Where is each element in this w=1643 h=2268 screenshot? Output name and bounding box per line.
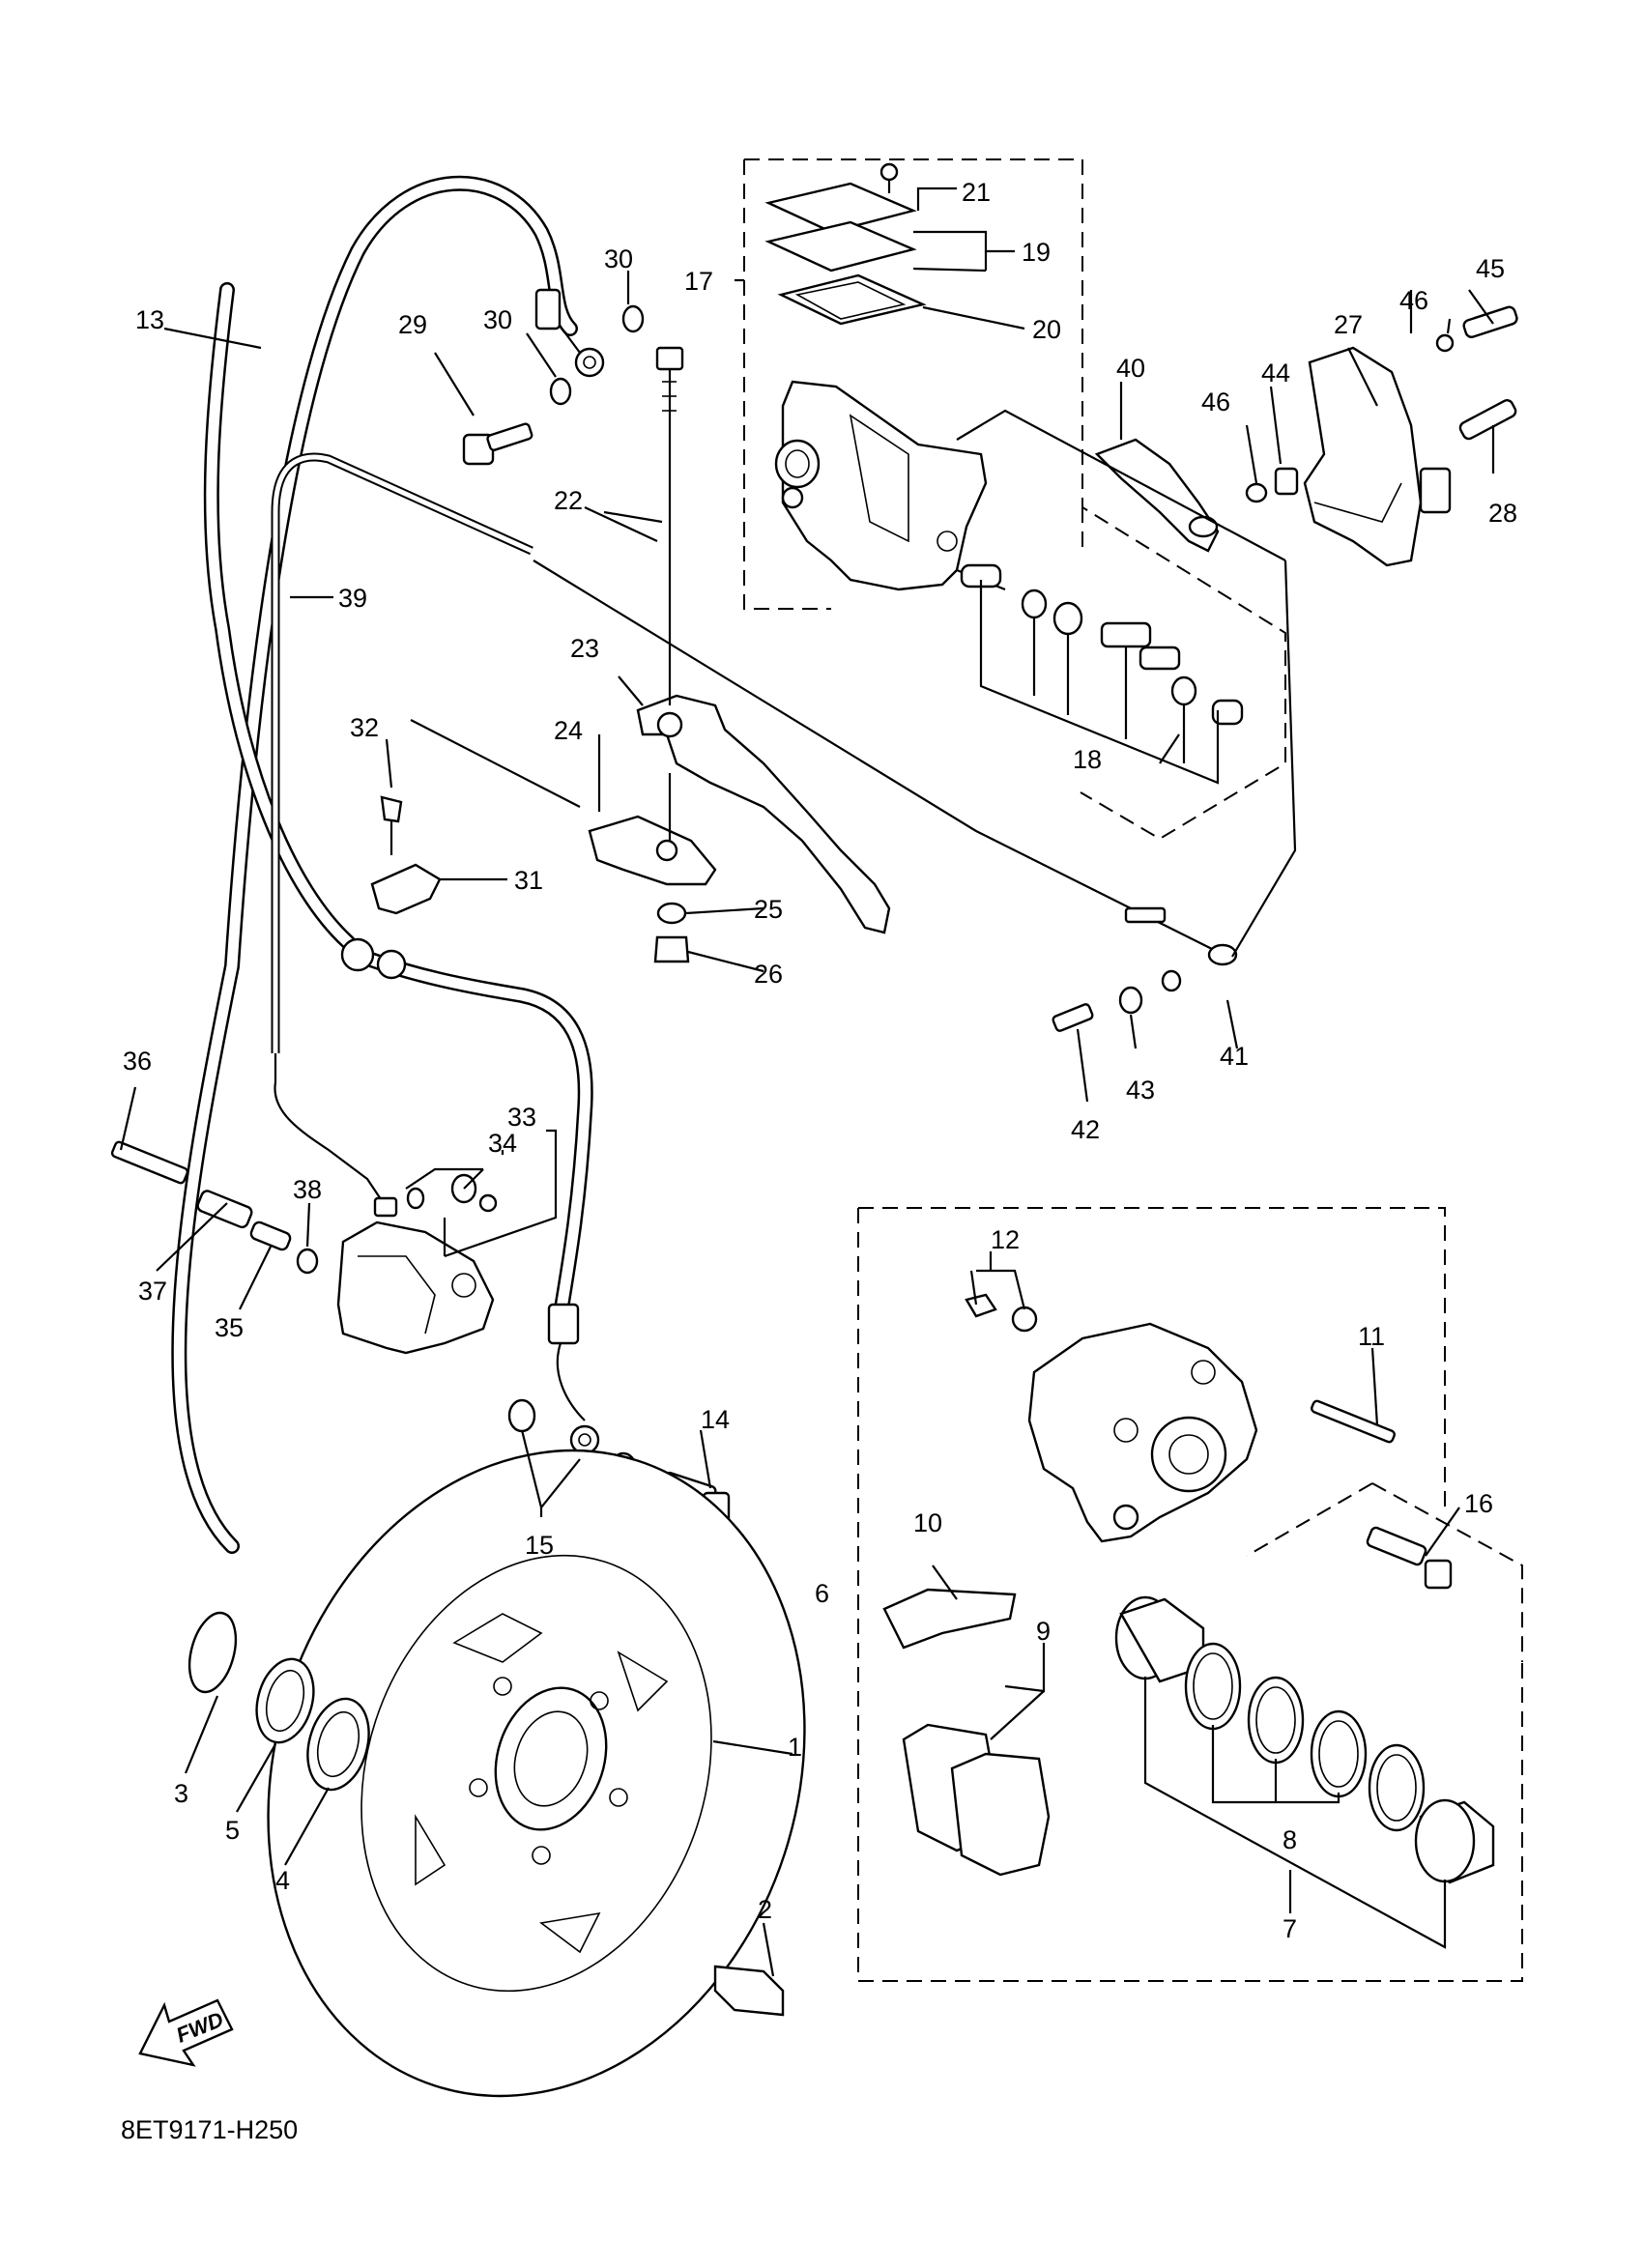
callout-10: 10 bbox=[913, 1508, 942, 1537]
brake-hose-13 bbox=[171, 175, 605, 1554]
callout-18: 18 bbox=[1073, 745, 1102, 774]
callout-21: 21 bbox=[962, 178, 991, 207]
callout-44: 44 bbox=[1261, 359, 1290, 388]
circlip-and-seals bbox=[187, 1611, 370, 1792]
brake-lever-23 bbox=[636, 346, 891, 934]
callout-30b: 30 bbox=[604, 244, 633, 273]
fwd-arrow-icon: FWD bbox=[138, 1998, 234, 2067]
callout-38: 38 bbox=[293, 1175, 322, 1204]
callout-20: 20 bbox=[1032, 315, 1061, 344]
brake-disc-1 bbox=[267, 1449, 806, 2098]
callout-1: 1 bbox=[788, 1733, 802, 1762]
key-2 bbox=[713, 1965, 785, 2017]
callout-16: 16 bbox=[1464, 1489, 1493, 1518]
master-cylinder-body bbox=[774, 380, 988, 591]
callout-41: 41 bbox=[1220, 1042, 1249, 1071]
caliper-assembly-boundary bbox=[857, 1207, 1523, 1982]
callout-45: 45 bbox=[1476, 254, 1505, 283]
switch-31 bbox=[370, 795, 442, 915]
callout-30a: 30 bbox=[483, 305, 512, 334]
callout-22: 22 bbox=[554, 486, 583, 515]
callout-3: 3 bbox=[174, 1779, 188, 1808]
callout-39: 39 bbox=[338, 584, 367, 613]
callout-19: 19 bbox=[1022, 238, 1051, 267]
master-cylinder-assembly-boundary bbox=[743, 158, 1286, 841]
callout-28: 28 bbox=[1488, 499, 1517, 528]
callout-23: 23 bbox=[570, 634, 599, 663]
callout-35: 35 bbox=[215, 1313, 244, 1342]
callout-42: 42 bbox=[1071, 1115, 1100, 1144]
callout-13: 13 bbox=[135, 305, 164, 334]
front-caliper-6 bbox=[965, 1293, 1453, 1590]
piston-kit-18 bbox=[956, 563, 1244, 785]
callout-5: 5 bbox=[225, 1816, 240, 1845]
callout-8: 8 bbox=[1283, 1825, 1297, 1854]
callout-17: 17 bbox=[684, 267, 713, 296]
diagram-code: 8ET9171-H250 bbox=[121, 2115, 298, 2144]
clutch-caliper-33 bbox=[110, 1140, 498, 1355]
lever-holder-24 bbox=[410, 719, 717, 963]
callout-7: 7 bbox=[1283, 1914, 1297, 1943]
lever-40 bbox=[1094, 438, 1299, 553]
callout-27: 27 bbox=[1334, 310, 1363, 339]
callout-25: 25 bbox=[754, 895, 783, 924]
callout-24: 24 bbox=[554, 716, 583, 745]
callout-6: 6 bbox=[815, 1579, 829, 1608]
bracket-27 bbox=[1303, 305, 1518, 567]
brake-pads-9 bbox=[882, 1588, 1051, 1877]
callout-9: 9 bbox=[1036, 1617, 1051, 1646]
reservoir-cap-parts bbox=[764, 162, 927, 326]
callout-labels: 1 2 3 4 5 6 7 8 9 10 11 12 13 14 15 16 1… bbox=[123, 178, 1517, 1943]
callout-26: 26 bbox=[754, 960, 783, 989]
callout-32: 32 bbox=[350, 713, 379, 742]
leader-lines bbox=[119, 187, 1495, 1977]
callout-36: 36 bbox=[123, 1047, 152, 1076]
callout-31: 31 bbox=[514, 866, 543, 895]
cable-39 bbox=[271, 452, 1238, 1218]
callout-14: 14 bbox=[701, 1405, 730, 1434]
callout-34: 34 bbox=[488, 1129, 517, 1158]
callout-15: 15 bbox=[525, 1531, 554, 1560]
callout-43: 43 bbox=[1126, 1076, 1155, 1105]
callout-12: 12 bbox=[991, 1225, 1020, 1254]
callout-33: 33 bbox=[507, 1103, 536, 1132]
callout-37: 37 bbox=[138, 1277, 167, 1306]
brake-hose-lower bbox=[340, 937, 600, 1455]
callout-46b: 46 bbox=[1201, 388, 1230, 416]
callout-4: 4 bbox=[275, 1866, 290, 1895]
callout-11: 11 bbox=[1358, 1322, 1385, 1351]
callout-40: 40 bbox=[1116, 354, 1145, 383]
callout-2: 2 bbox=[758, 1895, 772, 1924]
callout-46a: 46 bbox=[1399, 286, 1428, 315]
pistons-and-seals bbox=[1114, 1595, 1495, 1884]
callout-29: 29 bbox=[398, 310, 427, 339]
bolts-and-washers bbox=[462, 304, 1182, 1032]
